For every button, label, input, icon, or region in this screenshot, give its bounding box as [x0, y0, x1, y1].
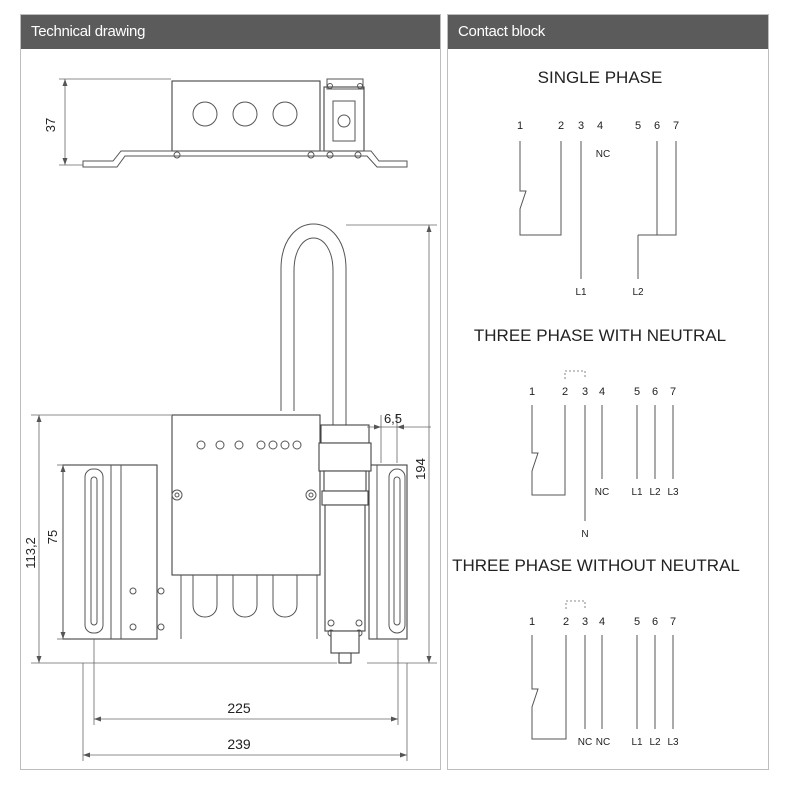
sp-terminal-7: 7 [673, 120, 679, 132]
tpn-terminal-5: 5 [634, 386, 640, 398]
panel-title-technical: Technical drawing [21, 15, 440, 49]
front-view: 6,5 194 113,2 75 [23, 223, 437, 761]
sp-terminal-5: 5 [635, 120, 641, 132]
dim-body-height: 113,2 [23, 537, 38, 569]
dim-cable-height: 194 [413, 458, 428, 480]
sp-terminal-6: 6 [654, 120, 660, 132]
sp-terminal-3: 3 [578, 120, 584, 132]
dim-inner-height: 75 [45, 530, 60, 544]
three-phase-no-neutral-diagram: THREE PHASE WITHOUT NEUTRAL 1 2 3 4 5 6 … [452, 556, 740, 748]
sp-nc-label: NC [596, 149, 610, 160]
sp-line-l1: L1 [575, 287, 587, 298]
tpnn-terminal-4: 4 [599, 616, 605, 628]
top-view: 37 [43, 78, 408, 168]
three-phase-no-neutral-title: THREE PHASE WITHOUT NEUTRAL [452, 556, 740, 575]
single-phase-title: SINGLE PHASE [538, 68, 663, 87]
tpnn-terminal-1: 1 [529, 616, 535, 628]
sp-line-l2: L2 [632, 287, 644, 298]
tpn-terminal-4: 4 [599, 386, 605, 398]
tpn-terminal-3: 3 [582, 386, 588, 398]
tpnn-terminal-3: 3 [582, 616, 588, 628]
dim-inner-width: 225 [227, 700, 251, 716]
tpn-terminal-7: 7 [670, 386, 676, 398]
tpnn-nc-label-2: NC [596, 737, 610, 748]
technical-drawing-panel: Technical drawing 37 [20, 14, 441, 770]
three-phase-neutral-title: THREE PHASE WITH NEUTRAL [474, 326, 726, 345]
tpn-terminal-6: 6 [652, 386, 658, 398]
tpnn-terminal-5: 5 [634, 616, 640, 628]
dim-top-height: 37 [43, 118, 58, 132]
dim-clearance: 6,5 [384, 411, 402, 426]
tpn-terminal-1: 1 [529, 386, 535, 398]
tpnn-line-l1: L1 [631, 737, 643, 748]
technical-drawing: 37 [23, 78, 437, 761]
tpn-terminal-2: 2 [562, 386, 568, 398]
contact-block-panel: Contact block SINGLE PHASE 1 2 3 4 5 6 7… [447, 14, 769, 770]
dim-total-width: 239 [227, 736, 251, 752]
three-phase-neutral-diagram: THREE PHASE WITH NEUTRAL 1 2 3 4 5 6 7 N… [474, 326, 726, 540]
sp-terminal-4: 4 [597, 120, 603, 132]
sp-terminal-2: 2 [558, 120, 564, 132]
tpnn-terminal-7: 7 [670, 616, 676, 628]
tpnn-nc-label-1: NC [578, 737, 592, 748]
tpnn-terminal-2: 2 [563, 616, 569, 628]
tpn-neutral-label: N [581, 529, 588, 540]
tpn-nc-label: NC [595, 487, 609, 498]
tpnn-line-l2: L2 [649, 737, 661, 748]
tpnn-line-l3: L3 [667, 737, 679, 748]
tpn-line-l1: L1 [631, 487, 643, 498]
sp-terminal-1: 1 [517, 120, 523, 132]
contact-diagrams: SINGLE PHASE 1 2 3 4 5 6 7 NC L1 L2 THRE… [452, 68, 740, 748]
tpn-line-l2: L2 [649, 487, 661, 498]
panel-title-contact: Contact block [448, 15, 768, 49]
tpnn-terminal-6: 6 [652, 616, 658, 628]
tpn-line-l3: L3 [667, 487, 679, 498]
single-phase-diagram: SINGLE PHASE 1 2 3 4 5 6 7 NC L1 L2 [517, 68, 679, 298]
